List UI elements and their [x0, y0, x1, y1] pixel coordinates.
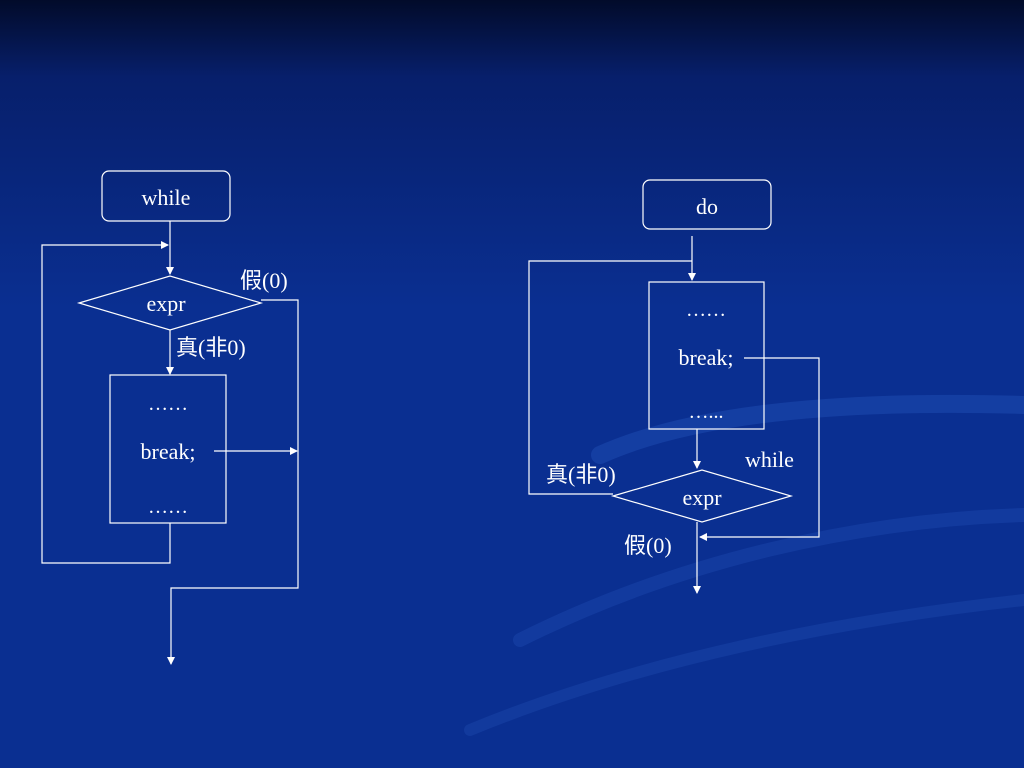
- do-body-break: break;: [679, 345, 734, 370]
- while-loop-flowchart: [41, 170, 299, 665]
- while-body-box: [109, 374, 227, 524]
- do-while-true-label: 真(非0): [546, 462, 616, 487]
- false-exit-line: [167, 299, 299, 665]
- do-while-condition-diamond: [610, 469, 794, 523]
- do-while-keyword-label: while: [745, 447, 794, 472]
- break-exit-line: [699, 357, 820, 541]
- do-while-flowchart: [528, 179, 820, 594]
- while-body-line-1: ……: [148, 393, 188, 415]
- do-while-false-label: 假(0): [624, 533, 672, 558]
- loop-back-line: [41, 241, 171, 564]
- do-start-box: [642, 179, 772, 230]
- while-start-box: [101, 170, 231, 222]
- while-start-label: while: [142, 185, 191, 210]
- while-condition-diamond: [76, 275, 264, 331]
- background-swoosh: [464, 394, 1024, 736]
- while-true-label: 真(非0): [176, 335, 246, 360]
- do-body-line-3: …...: [689, 401, 724, 423]
- do-body-line-1: ……: [686, 299, 726, 321]
- while-loop-labels: while expr 假(0) 真(非0) …… break; ……: [141, 185, 288, 518]
- do-while-condition-label: expr: [682, 485, 722, 510]
- while-condition-label: expr: [146, 291, 186, 316]
- do-start-label: do: [696, 194, 718, 219]
- true-loop-back-line: [528, 260, 692, 495]
- while-body-line-3: ……: [148, 496, 188, 518]
- while-false-label: 假(0): [240, 268, 288, 293]
- do-body-box: [648, 281, 765, 430]
- while-body-break: break;: [141, 439, 196, 464]
- do-while-labels: do …… break; …... while 真(非0) expr 假(0): [546, 194, 794, 558]
